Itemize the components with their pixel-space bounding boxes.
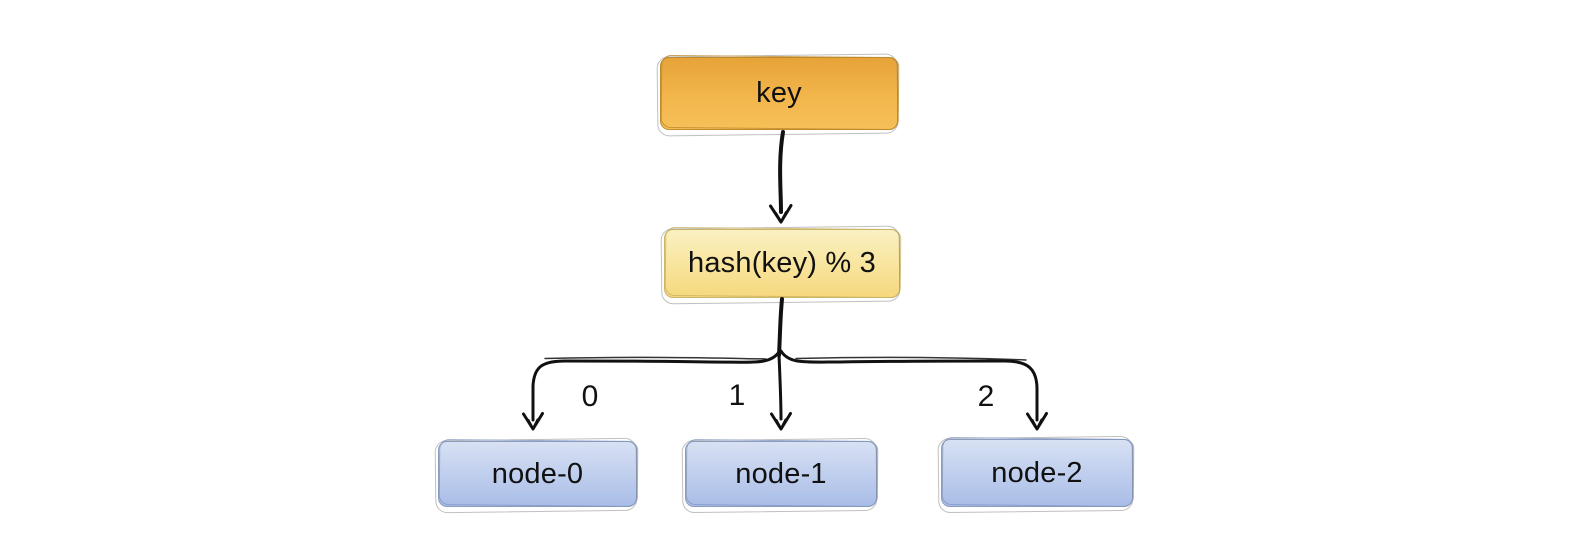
key-box-label: key (756, 77, 802, 109)
hash-function-label: hash(key) % 3 (688, 247, 876, 279)
arrow-key-to-hash (769, 130, 793, 224)
key-box: key (660, 57, 898, 130)
arrow-branch-node-2 (779, 349, 1048, 431)
hash-function-box: hash(key) % 3 (664, 229, 900, 298)
node-1-box: node-1 (685, 441, 877, 507)
node-1-label: node-1 (735, 457, 827, 490)
arrow-hash-stem (777, 297, 784, 357)
node-2-label: node-2 (991, 456, 1083, 489)
arrow-branch-node-1 (770, 353, 792, 431)
node-2-box: node-2 (941, 439, 1133, 507)
node-0-box: node-0 (438, 441, 637, 507)
node-0-label: node-0 (491, 457, 584, 490)
edge-label-1: 1 (728, 379, 746, 412)
edge-label-2: 2 (977, 380, 995, 413)
edge-label-0: 0 (581, 380, 599, 413)
